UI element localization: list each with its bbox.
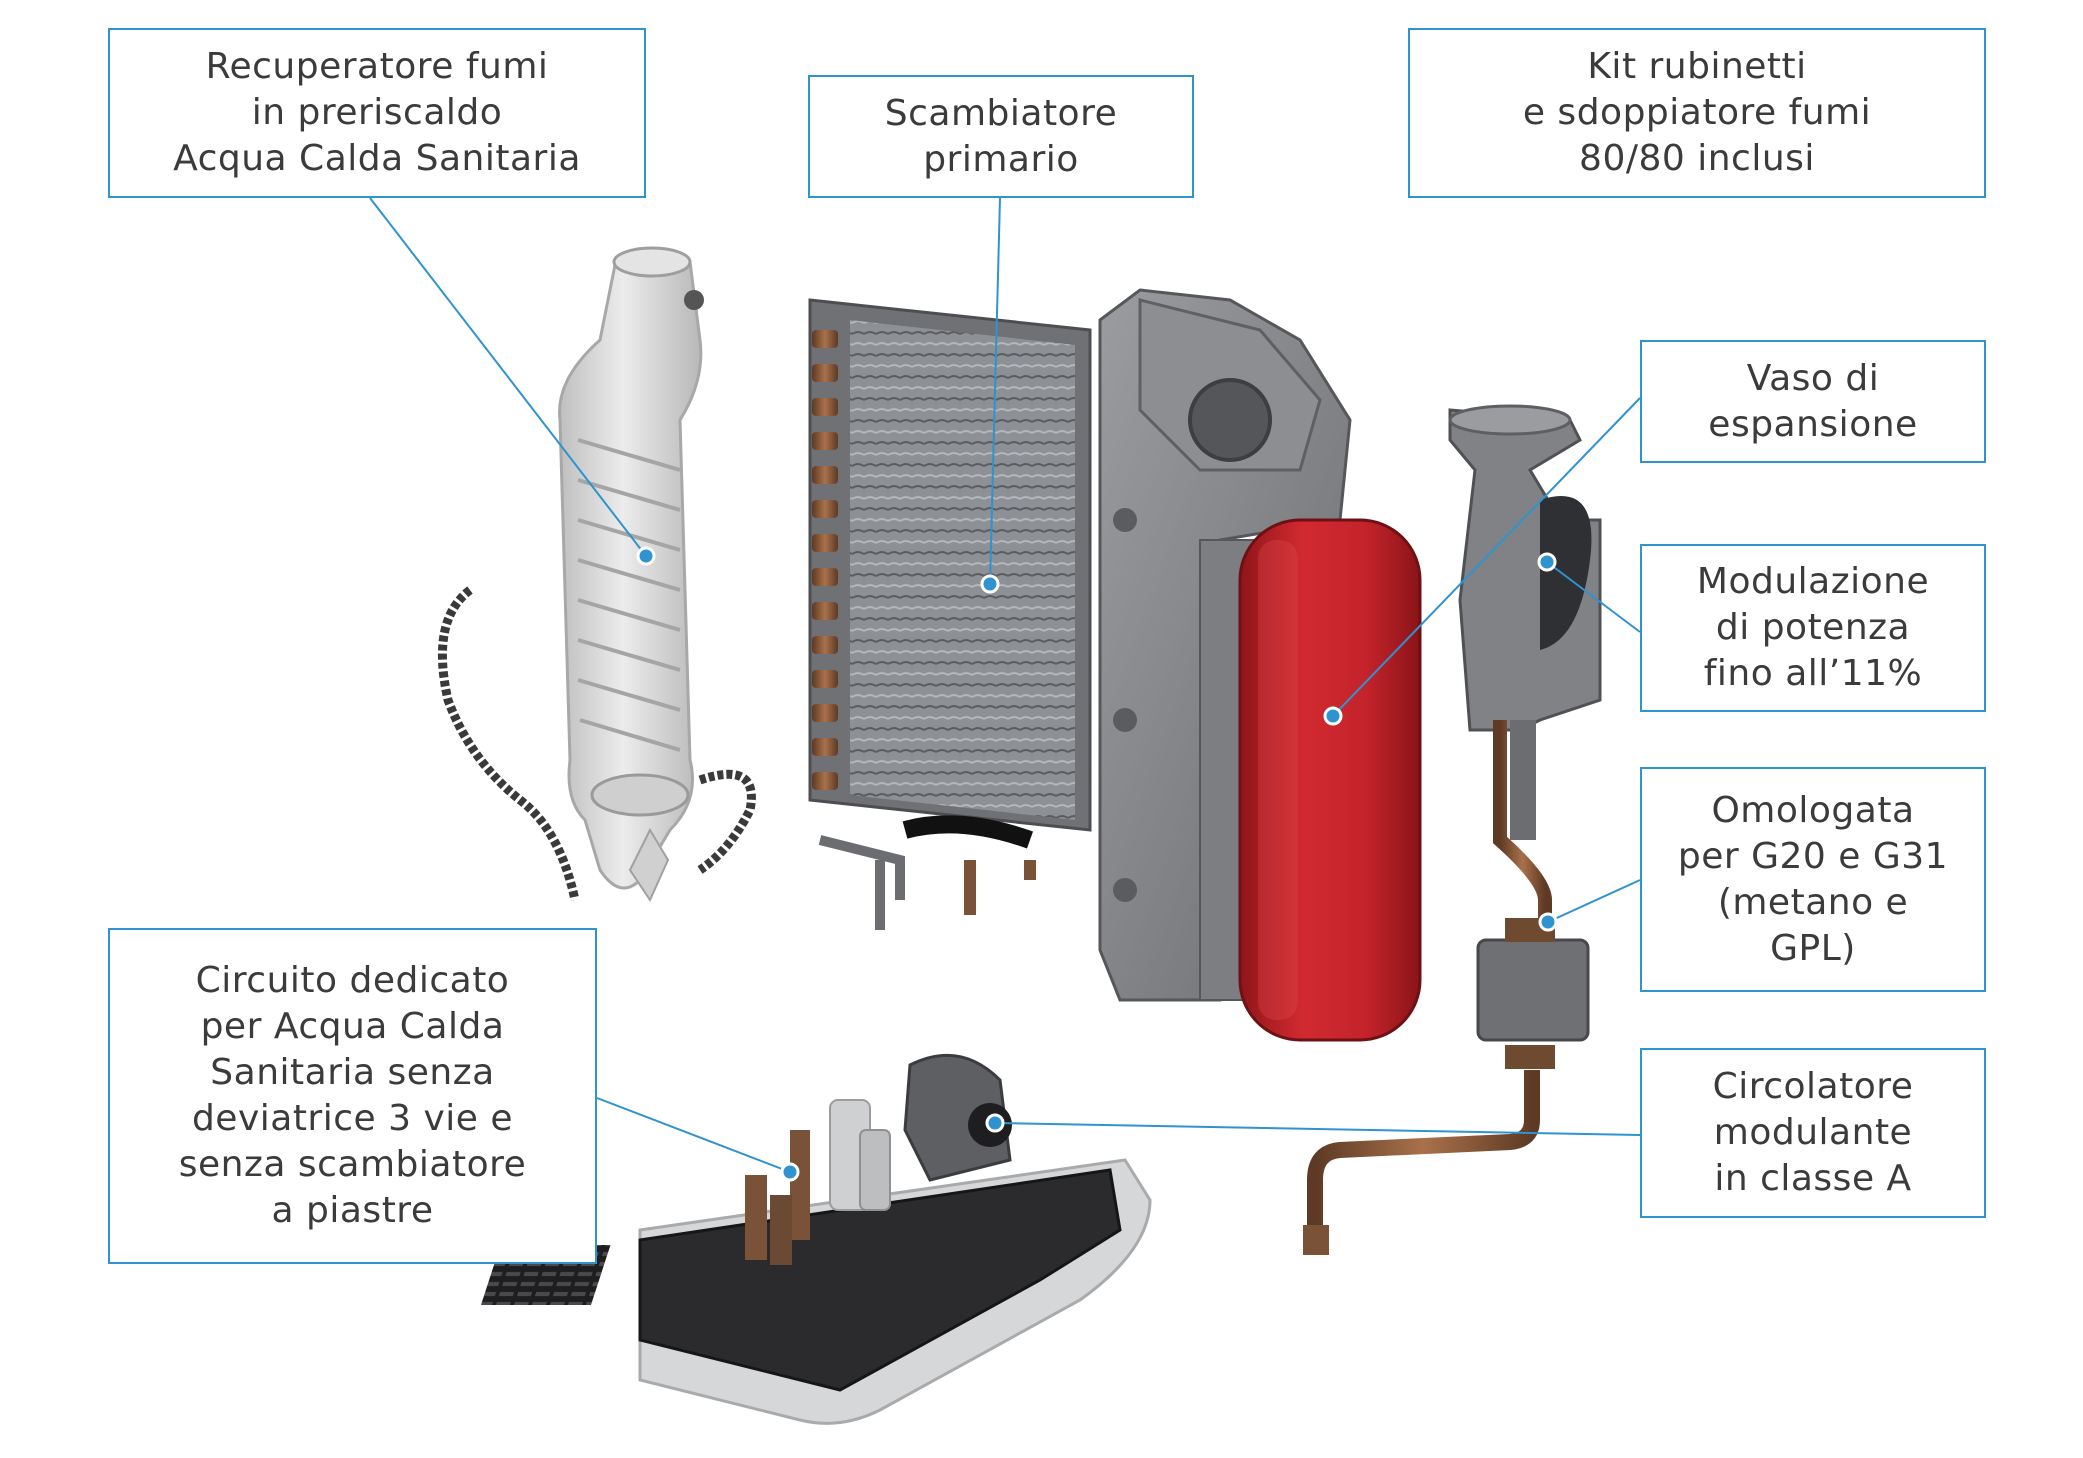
- callout-line: per G20 e G31: [1677, 835, 1949, 877]
- callout-line: GPL): [1770, 927, 1856, 969]
- callout-line: di potenza: [1715, 607, 1911, 648]
- callout-line: modulante: [1713, 1112, 1913, 1153]
- callout-line: (metano e: [1717, 881, 1909, 923]
- callout-vaso: Vaso di espansione: [1640, 340, 1986, 463]
- callout-line: in classe A: [1714, 1158, 1912, 1199]
- smoke-recovery-unit-drawing: [437, 246, 756, 903]
- callout-line: Recuperatore fumi: [205, 46, 549, 87]
- connection-pipe-drawing: [1303, 1070, 1540, 1255]
- burner-fan-drawing: [1448, 404, 1602, 840]
- callout-line: primario: [923, 138, 1079, 180]
- callout-line: per Acqua Calda: [200, 1006, 505, 1047]
- callout-line: Vaso di: [1746, 357, 1880, 399]
- combustion-chamber-drawing: [1098, 288, 1352, 1002]
- callout-omologata: Omologata per G20 e G31 (metano e GPL): [1640, 767, 1986, 992]
- callout-line: Scambiatore: [884, 92, 1118, 134]
- callout-line: Modulazione: [1696, 561, 1930, 602]
- callout-line: Circolatore: [1712, 1066, 1914, 1107]
- expansion-vessel-drawing: [1238, 518, 1422, 1042]
- leader-lines: [369, 197, 1641, 1173]
- primary-heat-exchanger-drawing: [808, 298, 1092, 930]
- callout-line: a piastre: [271, 1190, 434, 1231]
- callout-line: espansione: [1708, 403, 1918, 445]
- callout-circuito: Circuito dedicato per Acqua Calda Sanita…: [108, 928, 597, 1264]
- callout-line: Acqua Calda Sanitaria: [173, 138, 581, 179]
- callout-line: 80/80 inclusi: [1579, 138, 1815, 179]
- callout-circolatore: Circolatore modulante in classe A: [1640, 1048, 1986, 1218]
- callout-recuperatore: Recuperatore fumi in preriscaldo Acqua C…: [108, 28, 646, 198]
- callout-line: Sanitaria senza: [210, 1052, 495, 1093]
- leader-dots: [636, 546, 1558, 1182]
- callout-line: in preriscaldo: [251, 92, 503, 133]
- callout-line: fino all’11%: [1703, 653, 1923, 694]
- callout-line: Circuito dedicato: [195, 960, 510, 1001]
- callout-scambiatore: Scambiatore primario: [808, 75, 1194, 198]
- callout-kit: Kit rubinetti e sdoppiatore fumi 80/80 i…: [1408, 28, 1986, 198]
- callout-line: e sdoppiatore fumi: [1522, 92, 1872, 133]
- callout-modulazione: Modulazione di potenza fino all’11%: [1640, 544, 1986, 712]
- callout-line: Kit rubinetti: [1587, 46, 1807, 87]
- callout-line: senza scambiatore: [178, 1144, 527, 1185]
- callout-line: deviatrice 3 vie e: [191, 1098, 514, 1139]
- callout-line: Omologata: [1711, 789, 1915, 831]
